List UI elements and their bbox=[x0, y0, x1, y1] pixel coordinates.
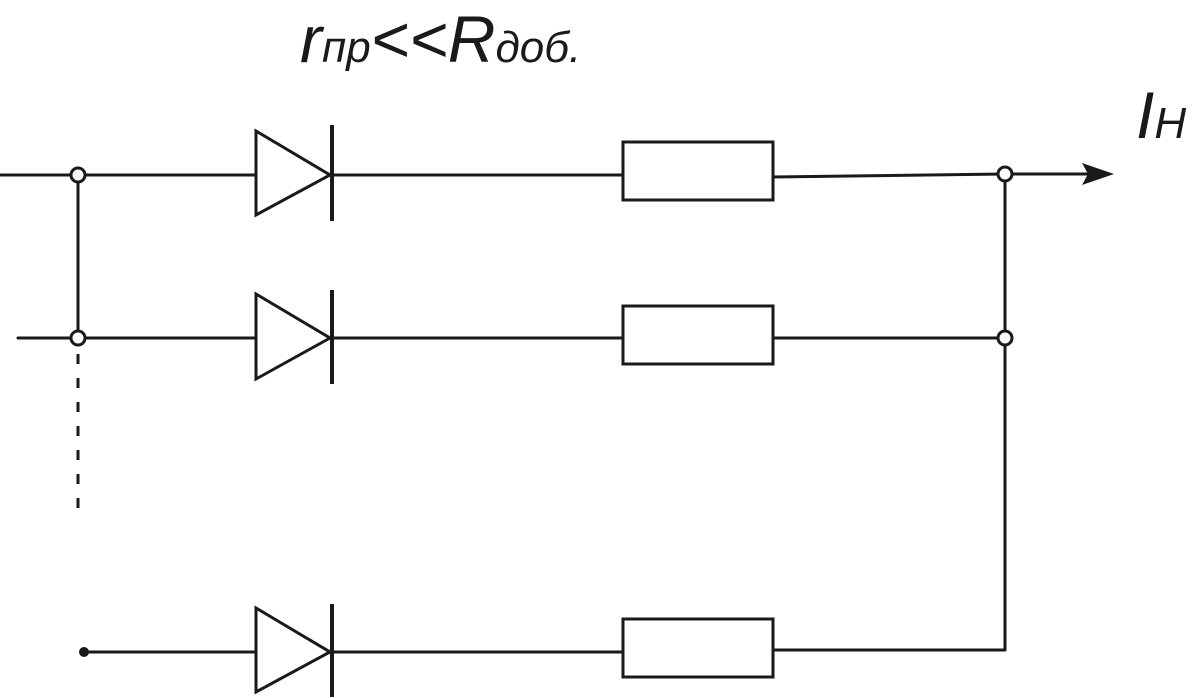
current-subscript: Н bbox=[1154, 99, 1186, 148]
current-symbol: I bbox=[1136, 78, 1154, 152]
formula-relation: << bbox=[371, 2, 448, 76]
branch-n bbox=[82, 604, 1007, 697]
junction-right-top bbox=[996, 165, 1014, 183]
branch-1-wire-right bbox=[771, 172, 1007, 179]
junction-right-row2 bbox=[996, 329, 1014, 347]
branch-1-resistor bbox=[621, 140, 775, 202]
junction-left-top bbox=[69, 166, 87, 184]
terminal-dot-bottom bbox=[79, 647, 89, 657]
formula-R-subscript: доб. bbox=[495, 23, 581, 72]
branch-2-diode-triangle bbox=[254, 291, 334, 382]
formula-r: r bbox=[300, 2, 325, 76]
branch-1 bbox=[76, 125, 1007, 221]
formula-label: rпр<<Rдоб. bbox=[300, 2, 581, 76]
output-arrow-icon bbox=[1082, 163, 1114, 185]
branch-2-resistor bbox=[621, 304, 775, 366]
branch-1-diode-triangle bbox=[254, 128, 334, 218]
load-current-label: IН bbox=[1136, 78, 1186, 152]
formula-R: R bbox=[448, 2, 496, 76]
branch-n-resistor bbox=[621, 617, 775, 679]
formula-r-subscript: пр bbox=[322, 23, 371, 72]
branch-2 bbox=[76, 290, 1007, 384]
junction-left-row2 bbox=[69, 329, 87, 347]
branch-n-diode-triangle bbox=[254, 605, 334, 695]
